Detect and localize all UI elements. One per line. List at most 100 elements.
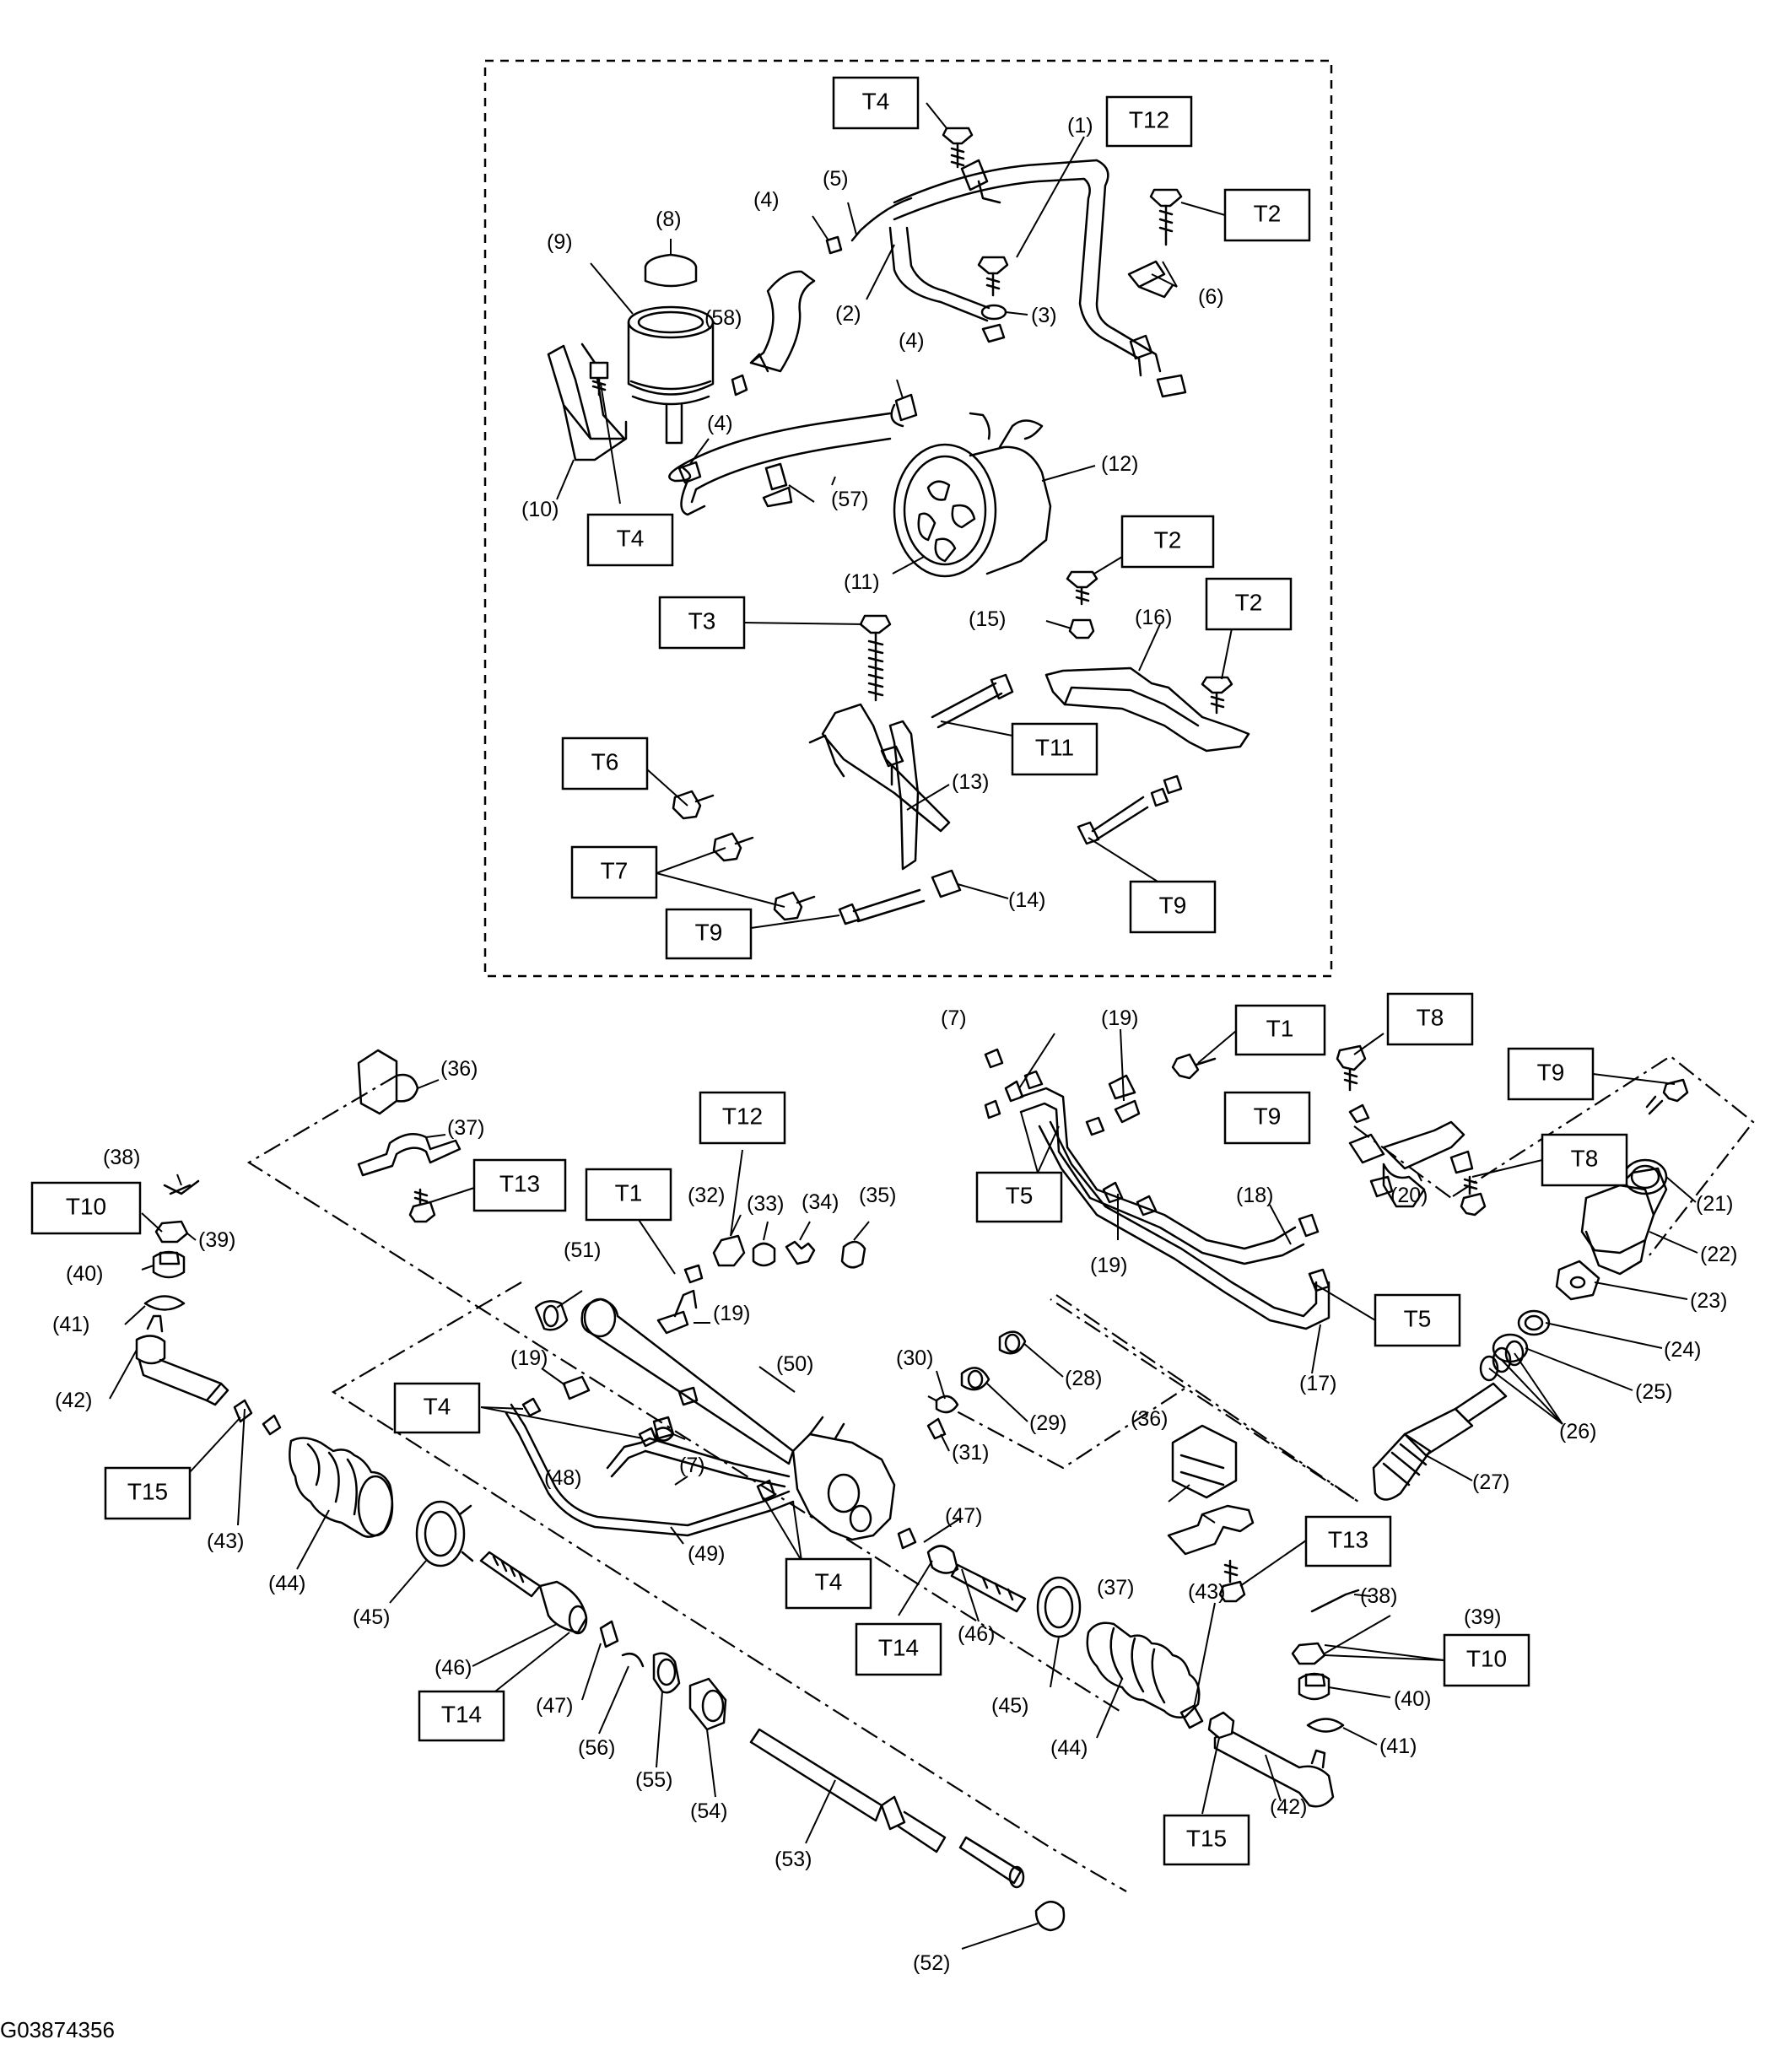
svg-text:T3: T3 (688, 607, 716, 634)
label-part-7b: (7) (679, 1454, 705, 1477)
label-part-19c: (19) (713, 1302, 750, 1325)
label-part-58: (58) (704, 306, 742, 330)
label-part-17: (17) (1299, 1372, 1336, 1395)
label-part-45a: (45) (353, 1605, 390, 1629)
label-part-46a: (46) (435, 1656, 472, 1680)
label-part-44a: (44) (268, 1572, 305, 1595)
torque-box-t13-left: T13 (472, 1158, 567, 1212)
label-part-41a: (41) (52, 1313, 89, 1336)
label-part-4c: (4) (707, 412, 733, 435)
label-part-27: (27) (1472, 1470, 1509, 1494)
label-part-5: (5) (823, 167, 849, 191)
svg-text:T9: T9 (1159, 892, 1187, 918)
label-part-48: (48) (544, 1466, 581, 1490)
label-part-53: (53) (775, 1848, 812, 1871)
label-part-4b: (4) (899, 329, 925, 353)
torque-box-t4-top: T4 (832, 76, 920, 130)
label-part-8: (8) (656, 208, 682, 231)
torque-box-t5-left: T5 (975, 1171, 1063, 1223)
label-part-20: (20) (1390, 1184, 1428, 1207)
label-part-51: (51) (564, 1238, 601, 1262)
label-part-19a: (19) (1101, 1006, 1138, 1030)
torque-box-t4-left: T4 (393, 1382, 481, 1434)
svg-text:T4: T4 (424, 1393, 451, 1419)
svg-text:T8: T8 (1417, 1004, 1444, 1030)
label-part-9: (9) (547, 230, 573, 254)
svg-text:T10: T10 (1466, 1645, 1507, 1671)
svg-text:T14: T14 (878, 1634, 919, 1660)
leader-lines (109, 136, 1698, 1950)
svg-text:T13: T13 (1328, 1526, 1368, 1552)
torque-box-t4-reservoir: T4 (586, 513, 674, 567)
label-part-54: (54) (690, 1799, 727, 1823)
torque-box-t15-right: T15 (1163, 1814, 1250, 1866)
torque-box-t10-left: T10 (30, 1181, 142, 1235)
svg-text:T2: T2 (1254, 200, 1282, 226)
label-part-19d: (19) (510, 1346, 548, 1370)
svg-text:T2: T2 (1154, 526, 1182, 553)
label-part-31: (31) (952, 1441, 989, 1465)
label-part-41b: (41) (1379, 1735, 1417, 1758)
torque-box-t2-right: T2 (1205, 577, 1293, 631)
label-part-34: (34) (802, 1190, 839, 1214)
svg-text:T4: T4 (862, 88, 890, 114)
svg-text:T8: T8 (1571, 1145, 1599, 1171)
label-part-43b: (43) (1188, 1580, 1225, 1604)
svg-text:T2: T2 (1235, 589, 1263, 615)
label-part-49: (49) (688, 1542, 725, 1566)
torque-box-t8-top: T8 (1386, 992, 1474, 1046)
label-part-46b: (46) (958, 1622, 995, 1646)
torque-box-t14-left: T14 (418, 1690, 505, 1742)
torque-box-t11: T11 (1011, 722, 1098, 776)
label-part-16: (16) (1135, 606, 1172, 629)
torque-box-t2-bracket: T2 (1120, 515, 1215, 569)
torque-box-t3: T3 (658, 596, 746, 650)
svg-text:T6: T6 (591, 748, 619, 774)
torque-box-t13-right: T13 (1304, 1515, 1392, 1567)
svg-text:T9: T9 (695, 919, 723, 945)
torque-box-t8-lower: T8 (1541, 1133, 1628, 1187)
label-part-39b: (39) (1464, 1605, 1501, 1629)
lower-assembly-parts (135, 1044, 1689, 1932)
label-part-10: (10) (521, 498, 559, 521)
svg-text:T9: T9 (1254, 1103, 1282, 1129)
svg-text:T1: T1 (615, 1179, 643, 1206)
label-part-55: (55) (635, 1768, 672, 1792)
label-part-14: (14) (1008, 888, 1045, 912)
torque-box-t1-left: T1 (585, 1168, 672, 1222)
svg-text:T10: T10 (66, 1193, 106, 1219)
torque-box-t7: T7 (570, 845, 658, 899)
label-part-13: (13) (952, 770, 989, 794)
svg-text:T5: T5 (1006, 1182, 1034, 1208)
label-part-2: (2) (835, 302, 861, 326)
svg-text:T11: T11 (1035, 734, 1074, 760)
svg-text:T12: T12 (1129, 106, 1169, 132)
label-part-42b: (42) (1270, 1795, 1307, 1819)
label-part-52: (52) (913, 1951, 950, 1975)
torque-box-t15-left: T15 (104, 1466, 192, 1520)
label-part-15: (15) (969, 607, 1006, 631)
torque-box-t9-right: T9 (1129, 880, 1217, 934)
label-part-1: (1) (1067, 114, 1093, 138)
label-part-19b: (19) (1090, 1254, 1127, 1277)
label-part-37b: (37) (1097, 1576, 1134, 1600)
label-part-24: (24) (1664, 1338, 1701, 1362)
torque-box-t12-left: T12 (699, 1091, 786, 1145)
label-part-11: (11) (844, 570, 880, 594)
label-part-3: (3) (1031, 304, 1057, 327)
svg-text:T9: T9 (1537, 1059, 1565, 1085)
torque-box-t9-coupling: T9 (1507, 1047, 1595, 1101)
label-part-4a: (4) (753, 188, 780, 212)
part-number-labels: (1) (2) (3) (4) (4) (4) (5) (6) (7) (7) … (52, 114, 1737, 1975)
label-part-25: (25) (1635, 1380, 1672, 1404)
label-part-6: (6) (1198, 285, 1224, 309)
label-part-47b: (47) (536, 1694, 573, 1718)
label-part-36b: (36) (1131, 1407, 1168, 1431)
label-part-44b: (44) (1050, 1736, 1088, 1760)
label-part-42a: (42) (55, 1389, 92, 1412)
label-part-38a: (38) (103, 1146, 140, 1169)
label-part-26: (26) (1559, 1420, 1596, 1443)
label-part-39a: (39) (198, 1228, 235, 1252)
torque-box-t4-lower: T4 (785, 1557, 872, 1610)
svg-text:T15: T15 (1186, 1825, 1227, 1851)
